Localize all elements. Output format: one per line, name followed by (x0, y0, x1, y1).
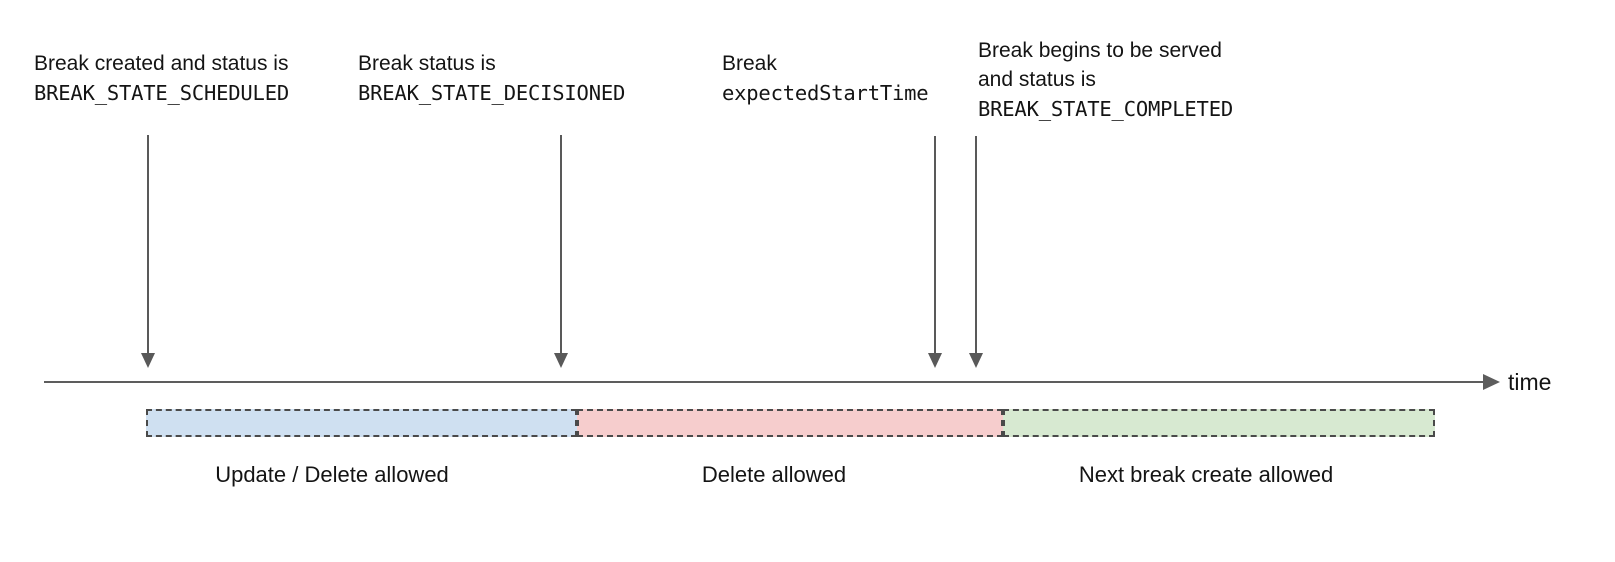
phase-caption-delete-only: Delete allowed (701, 462, 847, 487)
annotation-code: BREAK_STATE_SCHEDULED (34, 80, 289, 105)
annotation-break-decisioned: Break status is BREAK_STATE_DECISIONED (358, 50, 625, 107)
marker-arrow-completed (969, 136, 983, 368)
marker-arrow-decisioned (554, 135, 568, 368)
time-axis-label: time (1508, 369, 1552, 395)
phase-bar-next-break-create (1003, 409, 1435, 437)
arrow-right-icon (1483, 374, 1500, 390)
annotation-prose: Break (722, 52, 777, 75)
arrow-down-icon (141, 353, 155, 368)
annotation-break-expected-start: Break expectedStartTime (722, 50, 929, 107)
time-axis-line (44, 381, 1483, 383)
annotation-prose: Break status is (358, 52, 496, 75)
annotation-code: expectedStartTime (722, 80, 929, 105)
phase-caption-update-delete: Update / Delete allowed (215, 462, 449, 487)
annotation-prose: Break created and status is (34, 52, 289, 75)
phase-caption-next-break-create: Next break create allowed (1078, 462, 1334, 487)
annotation-code: BREAK_STATE_DECISIONED (358, 80, 626, 105)
phase-bar-delete-only (577, 409, 1003, 437)
marker-shaft (560, 135, 562, 355)
annotation-break-completed: Break begins to be served and status is … (978, 37, 1233, 123)
phase-bar-update-delete (146, 409, 577, 437)
annotation-prose-line2: and status is (978, 67, 1096, 91)
marker-shaft (934, 136, 936, 355)
marker-arrow-expected-start (928, 136, 942, 368)
annotation-break-created: Break created and status is BREAK_STATE_… (34, 50, 289, 107)
arrow-down-icon (928, 353, 942, 368)
arrow-down-icon (969, 353, 983, 368)
marker-shaft (975, 136, 977, 355)
marker-shaft (147, 135, 149, 355)
annotation-prose: Break begins to be served (978, 39, 1222, 62)
annotation-code: BREAK_STATE_COMPLETED (978, 96, 1233, 121)
arrow-down-icon (554, 353, 568, 368)
marker-arrow-scheduled (141, 135, 155, 368)
